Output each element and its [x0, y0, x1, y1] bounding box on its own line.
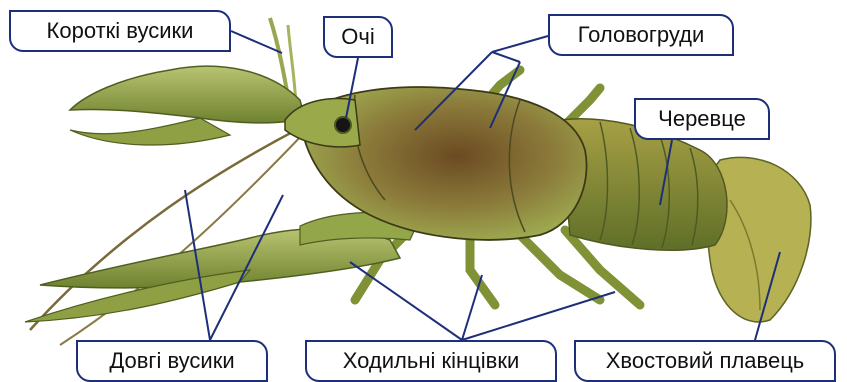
label-abdomen: Черевце [634, 98, 770, 140]
label-cephalothorax: Головогруди [548, 14, 734, 56]
label-eyes: Очі [323, 16, 393, 58]
label-walking-legs: Ходильні кінцівки [305, 340, 557, 382]
label-short-antennae: Короткі вусики [9, 10, 231, 52]
label-tail-fin: Хвостовий плавець [574, 340, 836, 382]
lower-claw [25, 212, 420, 322]
eye [335, 117, 351, 133]
upper-claw [70, 66, 305, 145]
label-long-antennae: Довгі вусики [76, 340, 268, 382]
